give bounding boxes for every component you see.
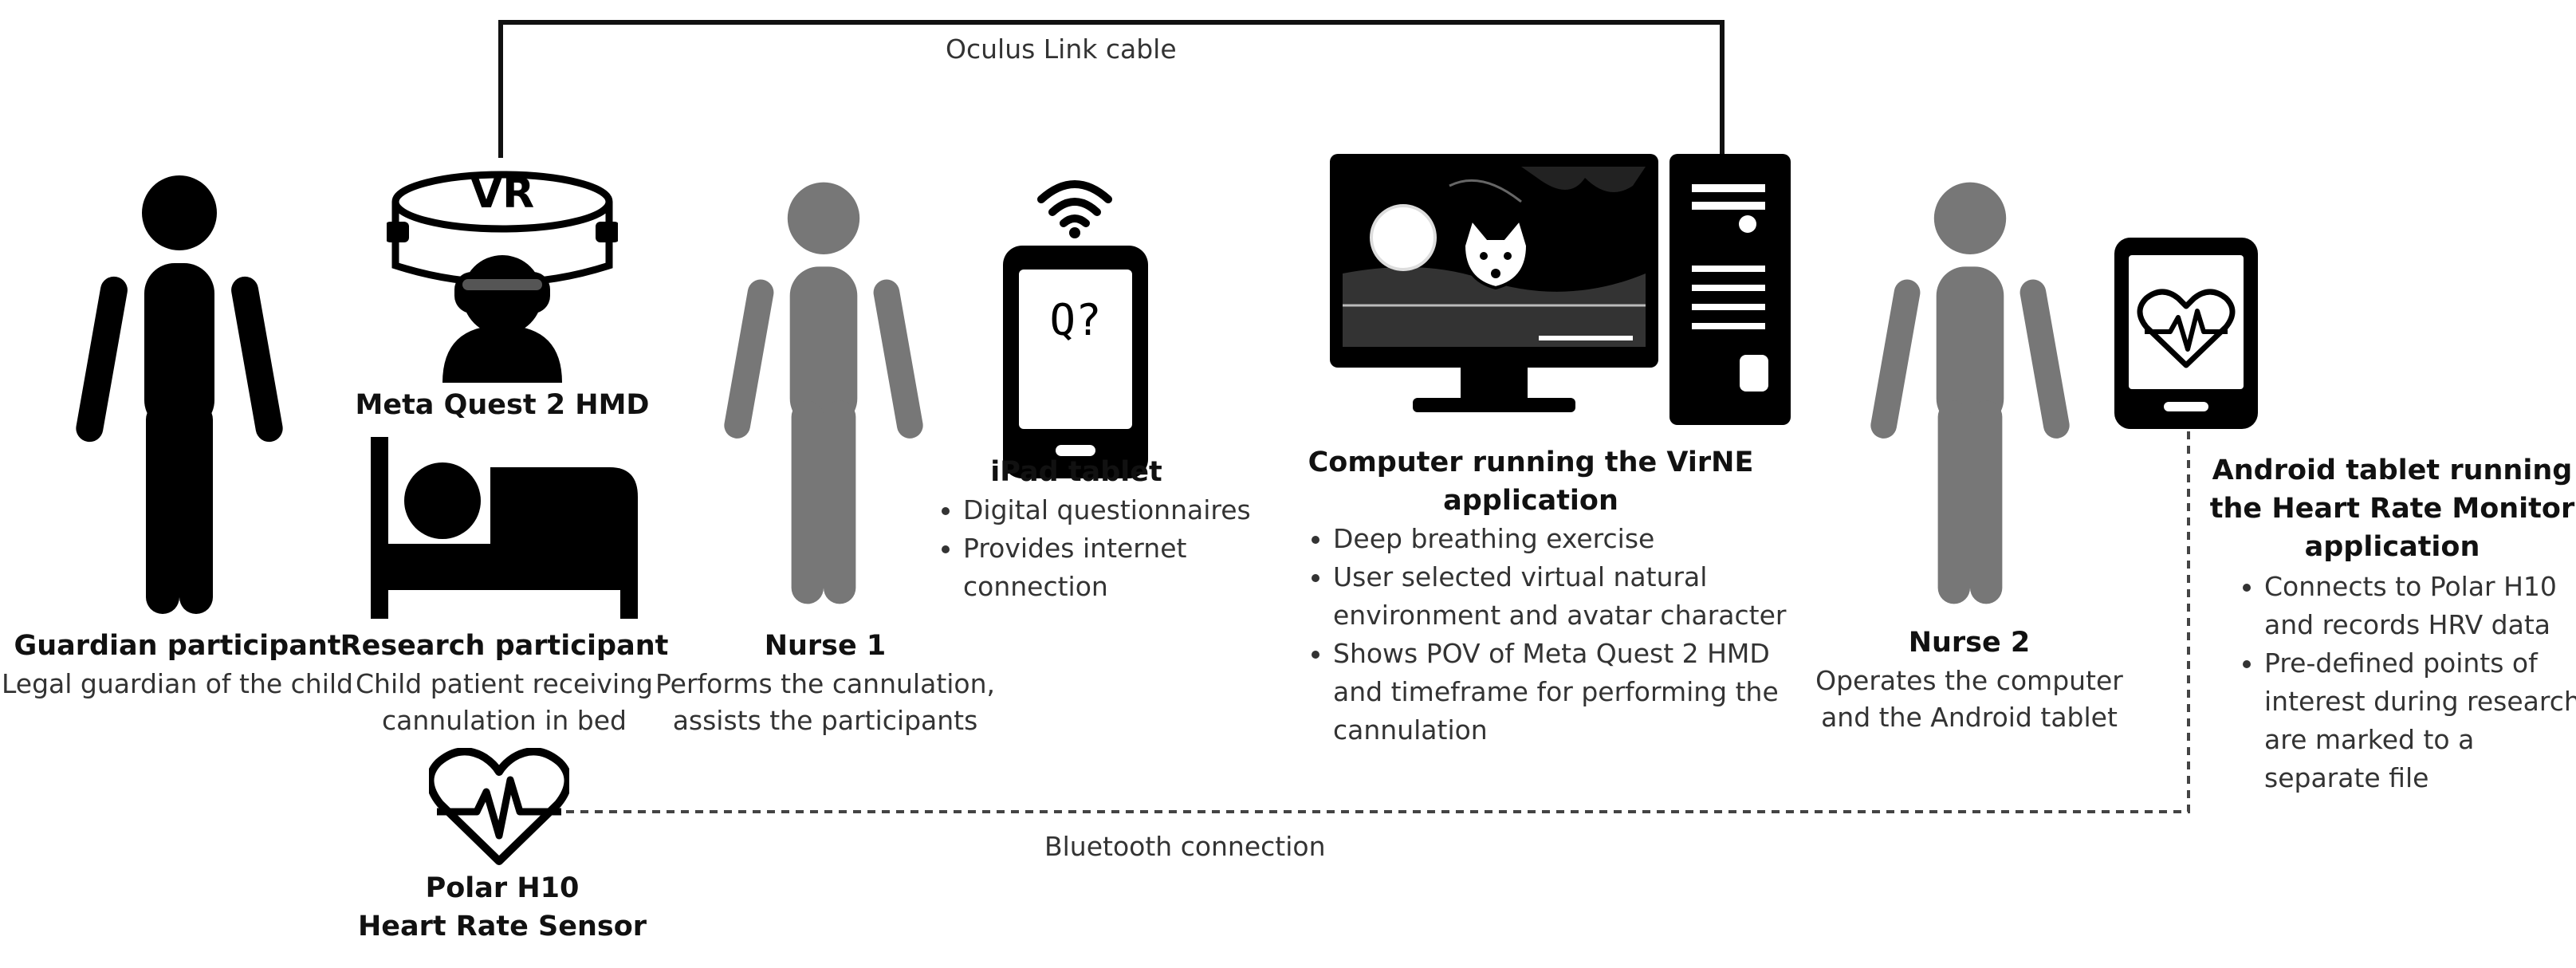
sensor-title-line2: Heart Rate Sensor (357, 911, 647, 942)
android-tablet-icon (2114, 238, 2258, 429)
computer-bullet: User selected virtual natural environment… (1333, 558, 1786, 635)
android-title-line1: Android tablet running (2212, 454, 2573, 486)
research-participant-desc-line2: cannulation in bed (382, 705, 627, 736)
nurse1-person-icon (724, 182, 923, 604)
bluetooth-label: Bluetooth connection (1044, 831, 1326, 862)
monitor-icon (1330, 154, 1658, 412)
bed-icon (371, 437, 638, 619)
ipad-bullet-line: connection (963, 571, 1108, 602)
oculus-link-label: Oculus Link cable (946, 33, 1177, 65)
wifi-icon (1037, 180, 1112, 238)
guardian-person-icon (76, 175, 283, 614)
sensor-title-line1: Polar H10 (425, 872, 580, 904)
nurse2-title: Nurse 2 (1908, 627, 2031, 659)
android-bullet-line: separate file (2264, 762, 2429, 793)
guardian-description: Legal guardian of the child (1, 668, 354, 699)
computer-title-line1: Computer running the VirNE (1308, 447, 1754, 478)
computer-bullet-line: and timeframe for performing the (1333, 676, 1779, 707)
nurse1-desc-line1: Performs the cannulation, (655, 668, 996, 699)
guardian-title: Guardian participant (14, 630, 341, 662)
computer-bullets: Deep breathing exercise User selected vi… (1296, 520, 1786, 750)
computer-bullet: Deep breathing exercise (1333, 520, 1786, 558)
android-title-line3: application (2304, 531, 2480, 563)
android-bullet: Connects to Polar H10 and records HRV dat… (2264, 568, 2576, 644)
ipad-bullet-line: Provides internet (963, 533, 1187, 564)
android-bullet-line: interest during research (2264, 686, 2576, 717)
computer-title-line2: application (1443, 485, 1618, 517)
bluetooth-connection-line (566, 427, 2190, 813)
oculus-link-cable-line (498, 20, 1725, 158)
android-bullet-line: are marked to a (2264, 724, 2475, 755)
ipad-bullet: Digital questionnaires (963, 491, 1251, 529)
research-participant-title: Research participant (340, 630, 669, 662)
vr-badge: VR (470, 170, 535, 218)
pc-tower-icon (1669, 154, 1791, 425)
nurse2-desc-line1: Operates the computer (1815, 665, 2123, 696)
computer-bullet-line: environment and avatar character (1333, 600, 1787, 631)
android-bullet-line: Connects to Polar H10 (2264, 571, 2557, 602)
ipad-tablet-icon (1003, 246, 1148, 478)
ipad-screen-text: Q? (1049, 295, 1102, 345)
computer-bullet-line: User selected virtual natural (1333, 561, 1708, 592)
nurse1-desc-line2: assists the participants (672, 705, 978, 736)
hmd-title: Meta Quest 2 HMD (355, 389, 650, 421)
heart-rate-sensor-icon (429, 748, 569, 865)
android-bullet-line: and records HRV data (2264, 609, 2551, 640)
android-bullets: Connects to Polar H10 and records HRV dat… (2228, 568, 2576, 797)
ipad-title: iPad tablet (990, 456, 1162, 488)
research-participant-desc-line1: Child patient receiving (356, 668, 653, 699)
computer-bullet: Shows POV of Meta Quest 2 HMD and timefra… (1333, 635, 1786, 750)
nurse1-title: Nurse 1 (764, 630, 887, 662)
android-title-line2: the Heart Rate Monitor (2209, 493, 2575, 525)
ipad-bullet: Provides internet connection (963, 529, 1251, 606)
android-bullet: Pre-defined points of interest during res… (2264, 644, 2576, 797)
nurse2-person-icon (1870, 182, 2070, 604)
vr-headset-icon (387, 171, 618, 383)
ipad-bullets: Digital questionnaires Provides internet… (926, 491, 1251, 606)
android-bullet-line: Pre-defined points of (2264, 647, 2538, 679)
nurse2-desc-line2: and the Android tablet (1821, 702, 2118, 733)
computer-bullet-line: cannulation (1333, 714, 1488, 746)
computer-bullet-line: Shows POV of Meta Quest 2 HMD (1333, 638, 1770, 669)
